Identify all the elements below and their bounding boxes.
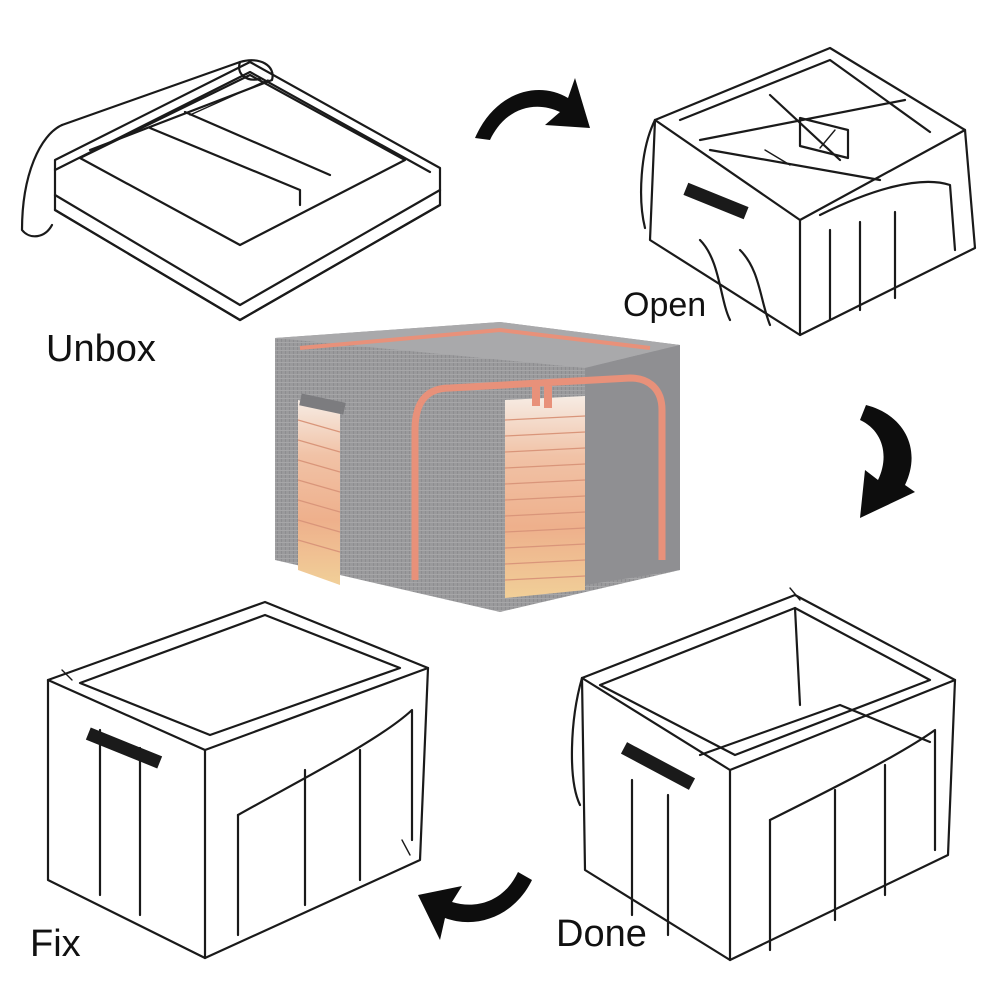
step-label-fix: Fix xyxy=(30,923,81,965)
assembled-box-drawing xyxy=(570,587,957,962)
arrow-open-to-done-icon xyxy=(860,405,915,518)
arrow-unbox-to-open-icon xyxy=(475,78,590,140)
opening-box-drawing xyxy=(640,46,977,337)
storage-box-photo xyxy=(275,322,680,612)
step-label-done: Done xyxy=(556,913,647,955)
arrow-done-to-fix-icon xyxy=(418,872,532,940)
closed-box-drawing xyxy=(46,600,430,960)
step-label-open: Open xyxy=(623,286,707,324)
step-label-unbox: Unbox xyxy=(46,328,156,370)
flat-folded-box-drawing xyxy=(20,59,442,322)
